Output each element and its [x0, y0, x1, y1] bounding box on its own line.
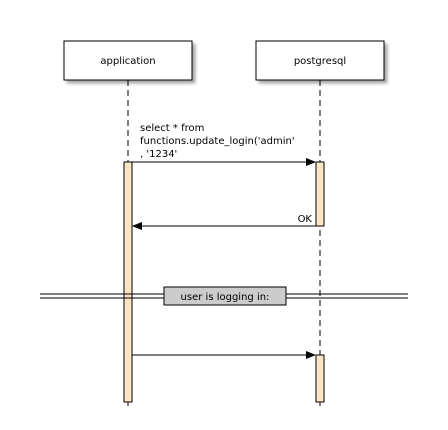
message-1-label-line-3: , '1234'	[140, 149, 177, 160]
divider: user is logging in:	[40, 286, 408, 306]
message-1: select * from functions.update_login('ad…	[132, 123, 316, 166]
participant-application: application	[63, 40, 193, 81]
activation-postgresql-2	[315, 354, 325, 403]
divider-box	[163, 286, 287, 306]
divider-label: user is logging in:	[181, 292, 270, 303]
message-1-label-line-2: functions.update_login('admin'	[140, 136, 295, 147]
participant-postgresql-label: postgresql	[294, 56, 346, 67]
message-2: OK	[132, 214, 316, 230]
message-1-label-line-1: select * from	[140, 123, 204, 134]
participant-application-label: application	[100, 56, 155, 67]
participant-postgresql: postgresql	[255, 40, 385, 81]
activation-postgresql-1	[315, 161, 325, 227]
message-2-label: OK	[298, 214, 313, 225]
activation-application	[123, 161, 133, 403]
